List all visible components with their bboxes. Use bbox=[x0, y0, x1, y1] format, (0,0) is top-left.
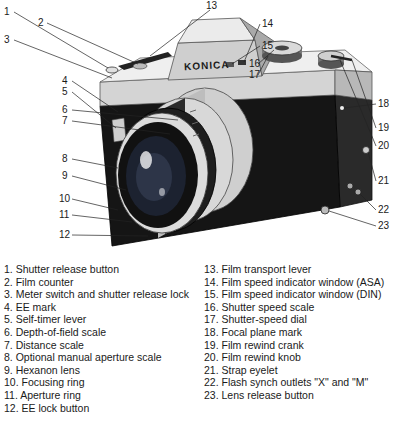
callout-number: 15 bbox=[262, 40, 273, 51]
callout-number: 20 bbox=[378, 140, 389, 151]
callout-number: 4 bbox=[62, 75, 68, 86]
parts-list-item: 16. Shutter speed scale bbox=[204, 301, 398, 314]
callout-number: 18 bbox=[378, 98, 389, 109]
parts-list-item: 3. Meter switch and shutter release lock bbox=[4, 288, 196, 301]
parts-list-item: 22. Flash synch outlets "X" and "M" bbox=[204, 376, 398, 389]
parts-list-item: 13. Film transport lever bbox=[204, 263, 398, 276]
parts-list-item: 14. Film speed indicator window (ASA) bbox=[204, 276, 398, 289]
parts-list-item: 11. Aperture ring bbox=[4, 389, 196, 402]
lens bbox=[116, 88, 253, 238]
parts-list-item: 6. Depth-of-field scale bbox=[4, 326, 196, 339]
parts-list-item: 8. Optional manual aperture scale bbox=[4, 351, 196, 364]
callout-number: 2 bbox=[38, 17, 44, 28]
callout-number: 10 bbox=[59, 193, 70, 204]
parts-list-item: 23. Lens release button bbox=[204, 389, 398, 402]
parts-list-item: 15. Film speed indicator window (DIN) bbox=[204, 288, 398, 301]
leader-lines bbox=[14, 10, 376, 236]
parts-list-item: 9. Hexanon lens bbox=[4, 364, 196, 377]
callout-number: 8 bbox=[62, 153, 68, 164]
callout-number: 9 bbox=[62, 170, 68, 181]
callout-number: 21 bbox=[378, 175, 389, 186]
parts-list-item: 12. EE lock button bbox=[4, 402, 196, 415]
callout-number: 3 bbox=[4, 34, 10, 45]
parts-list-item: 21. Strap eyelet bbox=[204, 364, 398, 377]
callout-number: 6 bbox=[62, 104, 68, 115]
callout-number: 19 bbox=[378, 122, 389, 133]
callout-number: 1 bbox=[4, 6, 10, 17]
callout-number: 23 bbox=[378, 220, 389, 231]
parts-list-item: 18. Focal plane mark bbox=[204, 326, 398, 339]
parts-list-item: 4. EE mark bbox=[4, 301, 196, 314]
parts-list-item: 10. Focusing ring bbox=[4, 376, 196, 389]
parts-list-column: 1. Shutter release button2. Film counter… bbox=[4, 263, 196, 414]
callout-number: 17 bbox=[249, 69, 260, 80]
parts-list-item: 7. Distance scale bbox=[4, 339, 196, 352]
callout-number: 22 bbox=[378, 204, 389, 215]
parts-list-item: 1. Shutter release button bbox=[4, 263, 196, 276]
camera-illustration bbox=[0, 0, 400, 260]
parts-list-item: 19. Film rewind crank bbox=[204, 339, 398, 352]
parts-list-item: 17. Shutter-speed dial bbox=[204, 313, 398, 326]
callout-number: 7 bbox=[62, 115, 68, 126]
callout-number: 12 bbox=[59, 229, 70, 240]
parts-list-column: 13. Film transport lever14. Film speed i… bbox=[204, 263, 398, 402]
callout-number: 5 bbox=[62, 86, 68, 97]
parts-list-item: 2. Film counter bbox=[4, 276, 196, 289]
callout-number: 14 bbox=[262, 18, 273, 29]
callout-number: 11 bbox=[59, 209, 69, 220]
callout-number: 16 bbox=[249, 58, 260, 69]
parts-list-item: 20. Film rewind knob bbox=[204, 351, 398, 364]
callout-number: 13 bbox=[206, 0, 217, 11]
parts-list-item: 5. Self-timer lever bbox=[4, 313, 196, 326]
